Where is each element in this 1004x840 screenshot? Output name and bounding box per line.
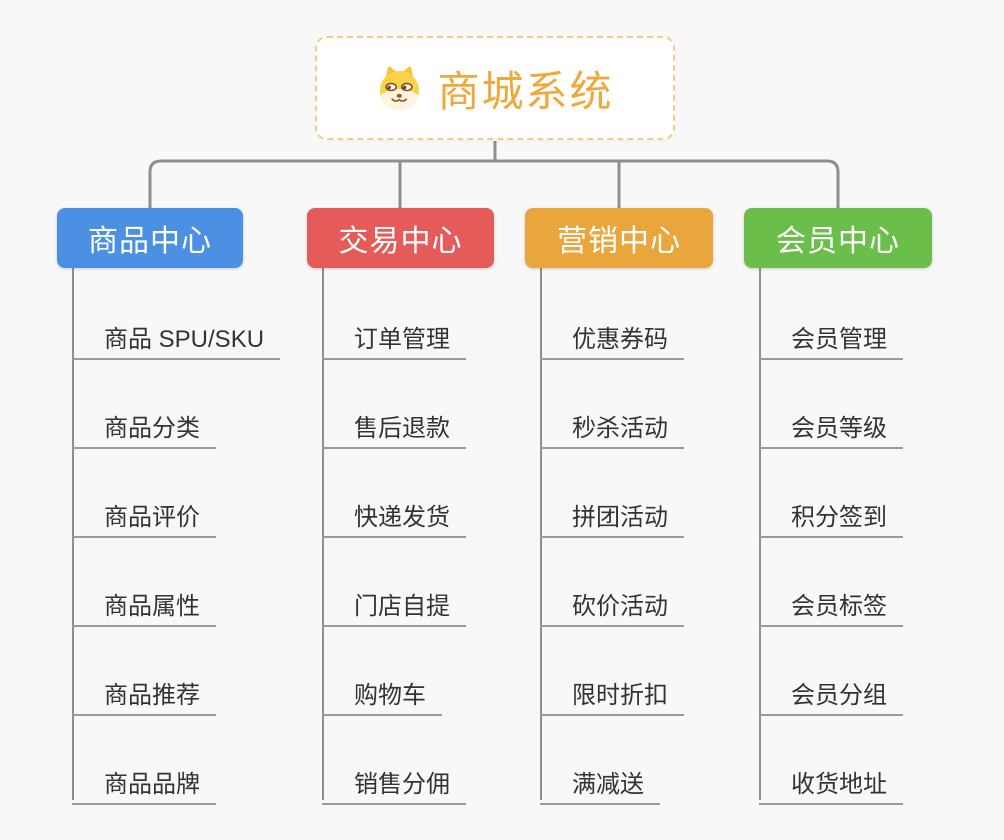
branch-rail <box>540 268 542 800</box>
leaf-topic[interactable]: 售后退款 <box>322 400 466 449</box>
leaf-topic[interactable]: 订单管理 <box>322 311 466 360</box>
branch-rail <box>759 268 761 800</box>
leaf-topic[interactable]: 砍价活动 <box>540 578 684 627</box>
branch-topic-label: 交易中心 <box>338 225 463 258</box>
branch-topic-trade-center[interactable]: 交易中心 <box>307 208 494 268</box>
branch-topic-label: 商品中心 <box>88 225 212 258</box>
root-topic-label: 商城系统 <box>437 67 614 115</box>
leaf-topic[interactable]: 收货地址 <box>759 756 903 805</box>
shiba-dog-icon <box>376 65 423 112</box>
leaf-topic[interactable]: 会员等级 <box>759 400 903 449</box>
tree-connector-path <box>148 141 840 208</box>
leaf-topic[interactable]: 会员分组 <box>759 667 903 716</box>
leaf-topic[interactable]: 商品分类 <box>72 400 216 449</box>
leaf-topic[interactable]: 购物车 <box>322 667 442 716</box>
leaf-topic[interactable]: 秒杀活动 <box>540 400 684 449</box>
branch-rail <box>72 268 74 800</box>
leaf-topic[interactable]: 商品 SPU/SKU <box>72 311 281 360</box>
leaf-topic[interactable]: 商品推荐 <box>72 667 216 716</box>
leaf-topic[interactable]: 优惠券码 <box>540 311 684 360</box>
branch-topic-member-center[interactable]: 会员中心 <box>744 208 932 268</box>
root-topic[interactable]: 商城系统 <box>315 36 675 140</box>
leaf-topic[interactable]: 门店自提 <box>322 578 466 627</box>
leaf-topic[interactable]: 商品评价 <box>72 489 216 538</box>
leaf-topic[interactable]: 会员管理 <box>759 311 903 360</box>
branch-topic-product-center[interactable]: 商品中心 <box>57 208 243 268</box>
leaf-topic[interactable]: 快递发货 <box>322 489 466 538</box>
leaf-topic[interactable]: 商品品牌 <box>72 756 216 805</box>
leaf-topic[interactable]: 积分签到 <box>759 489 903 538</box>
leaf-topic[interactable]: 满减送 <box>540 756 660 805</box>
branch-topic-marketing-center[interactable]: 营销中心 <box>525 208 713 268</box>
branch-topic-label: 会员中心 <box>776 225 900 258</box>
leaf-topic[interactable]: 会员标签 <box>759 578 903 627</box>
leaf-topic[interactable]: 限时折扣 <box>540 667 684 716</box>
branch-rail <box>322 268 324 800</box>
leaf-topic[interactable]: 商品属性 <box>72 578 216 627</box>
leaf-topic[interactable]: 销售分佣 <box>322 756 466 805</box>
branch-topic-label: 营销中心 <box>557 225 681 258</box>
leaf-topic[interactable]: 拼团活动 <box>540 489 684 538</box>
